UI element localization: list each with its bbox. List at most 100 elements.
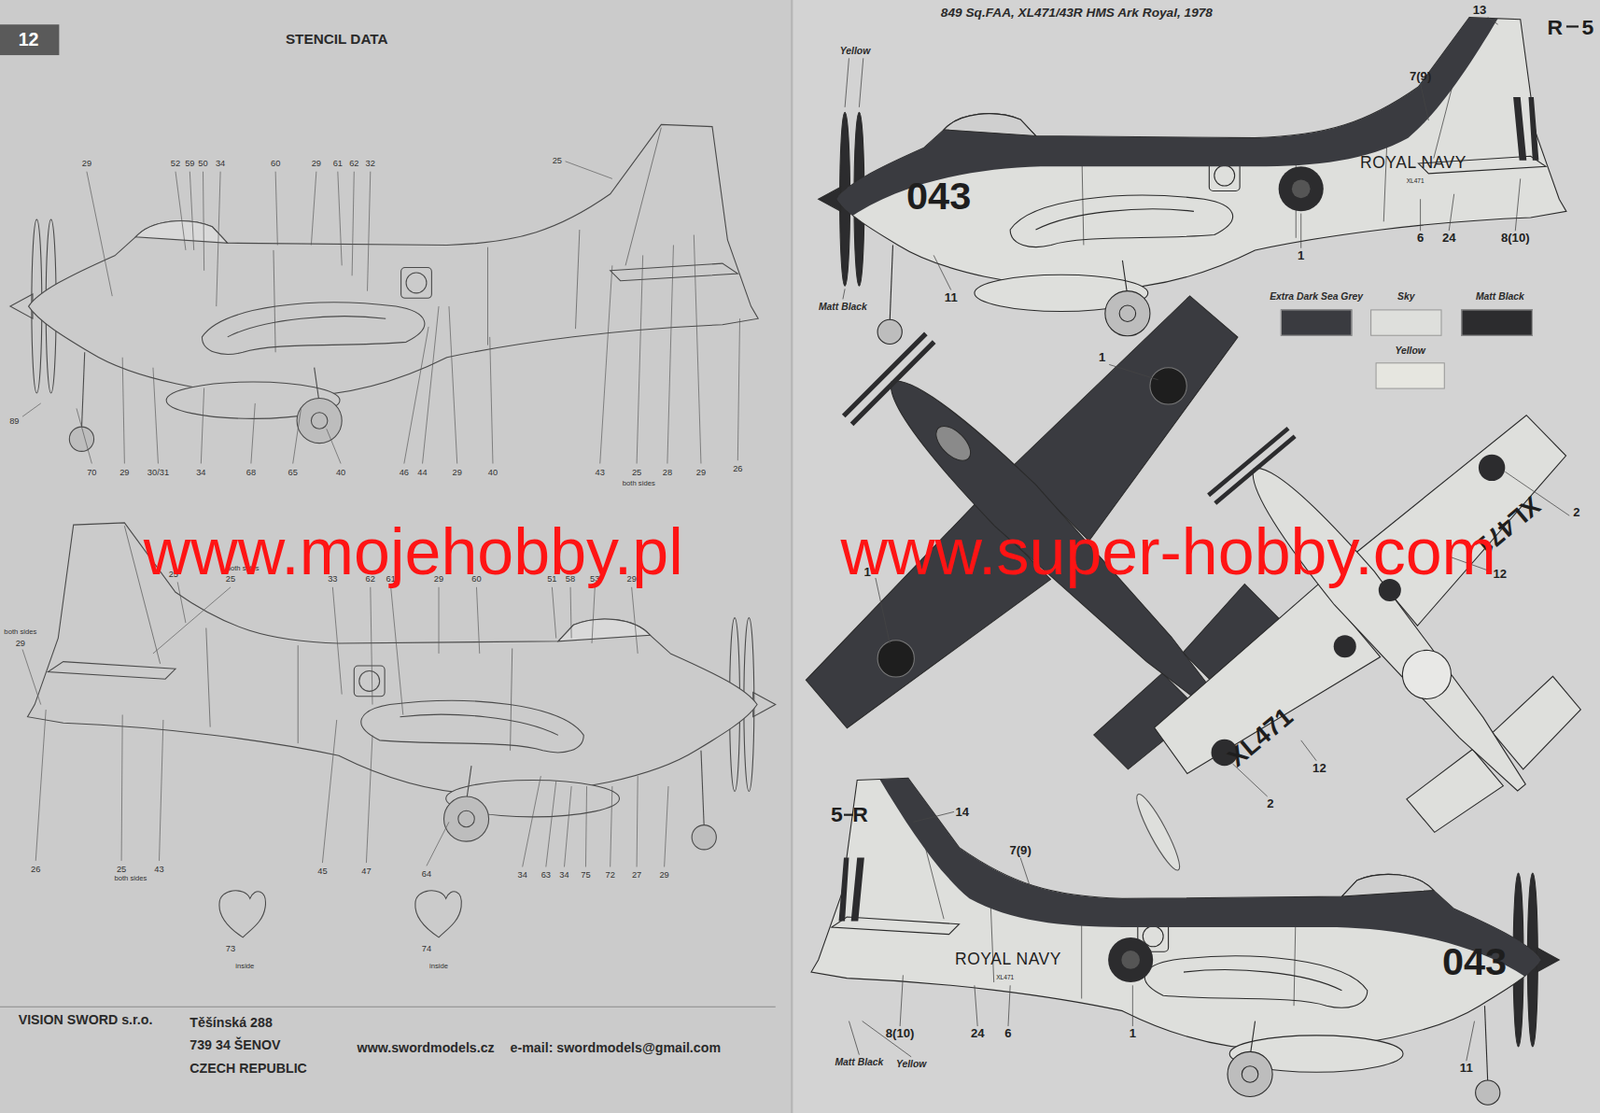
callout-number: 12 (1312, 761, 1327, 774)
callout-number: 70 (86, 468, 97, 478)
colour-callout: Yellow (840, 45, 871, 56)
stencil-side-view-left-part (135, 221, 227, 244)
callout-number: 26 (732, 463, 743, 473)
callout-number: 24 (970, 1026, 985, 1039)
callout-number: 7(9) (1009, 843, 1031, 857)
watermark: www.super-hobby.com (840, 519, 1496, 585)
callout-number: 62 (349, 158, 359, 168)
colour-swatch (1370, 308, 1443, 336)
callout-number: 34 (559, 870, 569, 880)
callout-number: 11 (944, 291, 958, 304)
callout-number: 1 (1129, 1026, 1137, 1039)
sheet-title: STENCIL DATA (285, 31, 389, 46)
note: inside (429, 962, 449, 970)
roundel (1108, 937, 1153, 983)
drop-tank-part (1130, 790, 1186, 874)
callout-number: 45 (317, 866, 327, 875)
callout-number: 59 (184, 158, 195, 168)
serial-marking: XL471 (996, 973, 1014, 981)
colour-swatch (1460, 308, 1533, 336)
callout-number: 29 (696, 468, 706, 478)
stencil-side-view-left (10, 124, 758, 451)
legend-text: Yellow (1394, 345, 1426, 355)
callout-number: 26 (30, 864, 41, 873)
right-page (791, 0, 1600, 1113)
code-letter: 5 (1581, 15, 1594, 38)
note: both sides (3, 627, 37, 635)
colour-callout: Matt Black (834, 1056, 884, 1067)
callout-number: 6 (1004, 1026, 1011, 1039)
callout-number: 40 (336, 468, 346, 478)
callout-number: 29 (659, 870, 669, 880)
upper-plan-view-part (929, 420, 977, 467)
callout-number: 2 (1572, 505, 1580, 519)
callout-number: 60 (270, 158, 281, 168)
side-number: 043 (906, 176, 971, 216)
leader-lines-part (22, 161, 613, 417)
callout-number: 32 (365, 158, 376, 168)
legend-text: Extra Dark Sea Grey (1269, 291, 1363, 301)
callout-number: 8(10) (885, 1026, 915, 1039)
code-dash (1566, 25, 1579, 28)
callout-number: 47 (361, 866, 371, 875)
serial-marking: XL471 (1406, 177, 1425, 184)
callout-number: 1 (1098, 350, 1106, 364)
left-page (0, 0, 792, 1113)
callout-number: 7(9) (1409, 70, 1432, 83)
callout-number: 25 (116, 864, 127, 873)
lower-plan-view-part (1392, 640, 1461, 709)
callout-number: 68 (246, 468, 256, 478)
roundel-centre (1291, 179, 1311, 198)
callout-number: 29 (82, 158, 92, 168)
callout-number: 52 (170, 158, 181, 168)
lower-plan-view-part (1208, 428, 1296, 504)
serial-marking: XL471 (1222, 702, 1297, 772)
note: both sides (113, 874, 147, 883)
stencil-shapes (219, 890, 462, 938)
page-gutter (790, 0, 793, 1113)
callout-number: 50 (197, 158, 208, 168)
scheme-heading: 849 Sq.FAA, XL471/43R HMS Ark Royal, 197… (940, 6, 1213, 20)
colour-side-view-left-part (943, 113, 1036, 137)
colour-callout: Yellow (896, 1058, 927, 1068)
callout-number: 28 (662, 468, 673, 478)
colour-leader-lines-part (842, 17, 1521, 300)
stencil-side-view-left-part (28, 124, 759, 451)
code-letter: 5 (830, 802, 843, 825)
callout-number: 13 (1473, 3, 1488, 16)
leader-lines-part (22, 581, 638, 715)
callout-number: 29 (311, 158, 322, 168)
colour-side-view-right-part (1341, 873, 1433, 897)
callout-number: 65 (288, 468, 298, 478)
roundel-centre (1121, 950, 1140, 969)
service-marking: ROYAL NAVY (954, 951, 1062, 968)
callout-number: 2 (1266, 797, 1274, 810)
callout-number: 61 (333, 158, 343, 168)
callout-number: 11 (1459, 1061, 1474, 1074)
colour-leader-lines-part (848, 811, 1474, 1061)
roundel (1333, 634, 1357, 658)
callout-number: 29 (15, 638, 26, 647)
stencil-shapes-part (219, 890, 266, 938)
page-number: 12 (18, 30, 40, 50)
callout-number: 75 (580, 870, 590, 880)
legend-text: Sky (1397, 291, 1415, 301)
note: inside (235, 962, 254, 970)
code-letter: R (1547, 15, 1564, 38)
callout-number: 30/31 (147, 468, 169, 478)
callout-number: 43 (595, 468, 605, 478)
callout-number: 43 (154, 864, 164, 873)
callout-number: 46 (399, 468, 409, 478)
callout-number: 89 (9, 416, 19, 425)
note: both sides (622, 478, 656, 487)
colour-swatch (1375, 362, 1446, 389)
callout-number: 64 (421, 869, 432, 878)
colour-side-view-left (815, 17, 1566, 345)
upper-plan-view-part (843, 333, 935, 424)
roundel (877, 640, 914, 677)
callout-number: 63 (541, 870, 551, 880)
side-number: 043 (1442, 941, 1507, 982)
watermark: www.mojehobby.pl (143, 519, 684, 585)
callout-number: 25 (552, 155, 562, 165)
